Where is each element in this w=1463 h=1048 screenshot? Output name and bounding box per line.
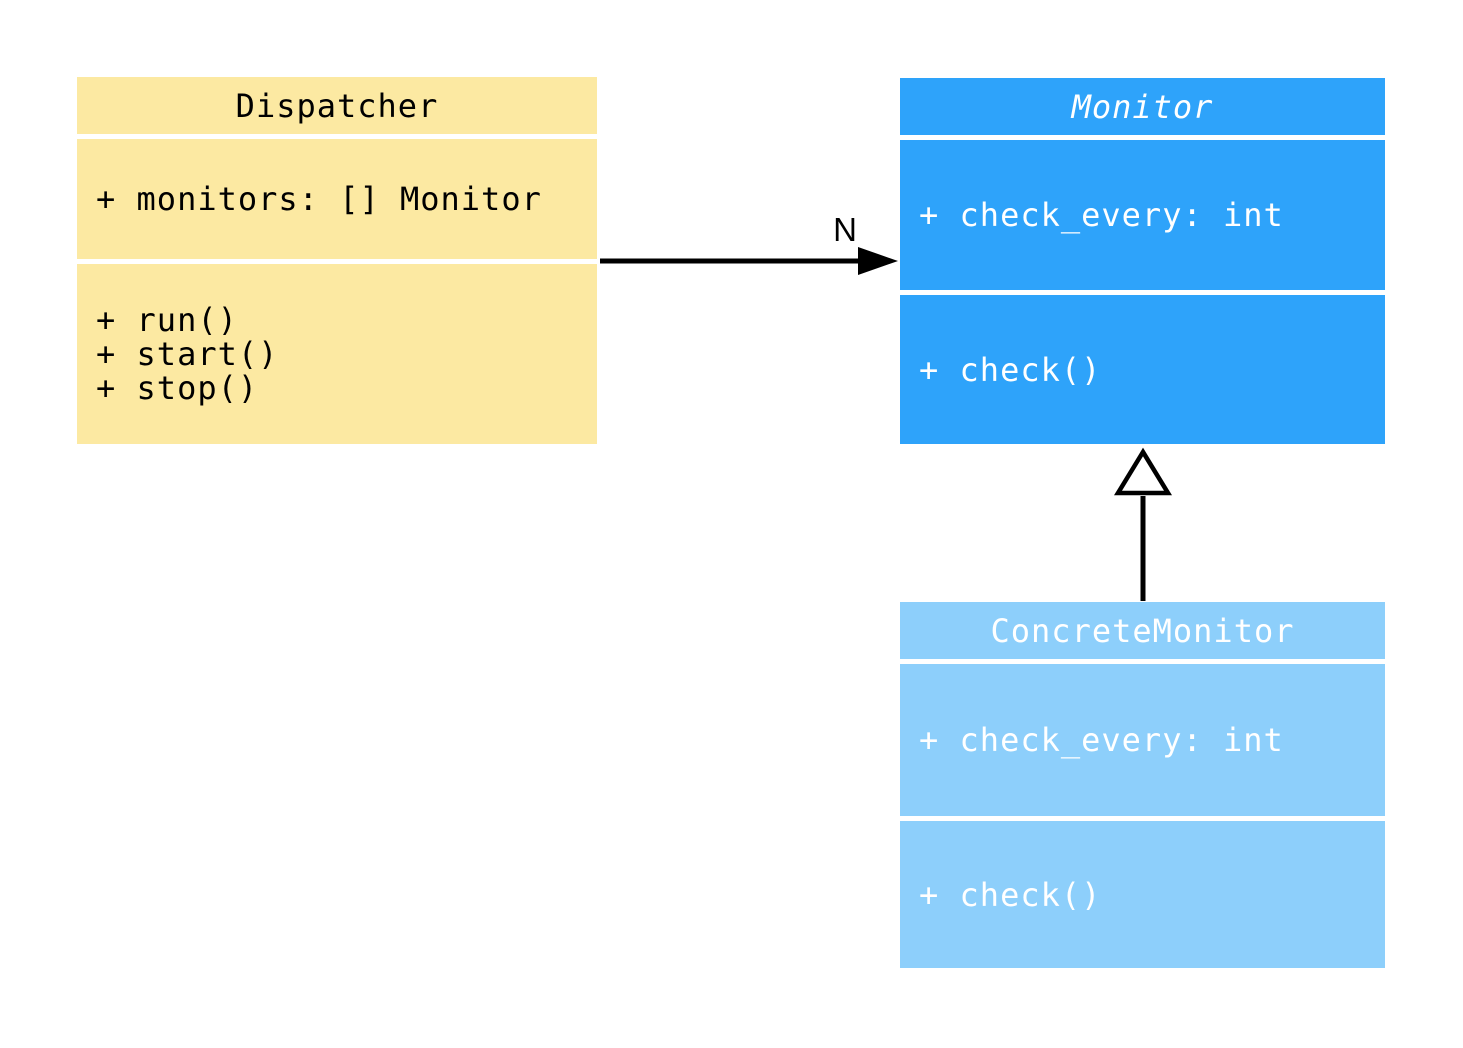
class-box-concrete-monitor: ConcreteMonitor + check_every: int + che… xyxy=(900,602,1385,968)
association-arrow-dispatcher-monitor: N xyxy=(600,211,898,275)
class-attributes-dispatcher: + monitors: [] Monitor xyxy=(77,139,597,259)
method-check: + check() xyxy=(919,875,1102,914)
method-run: + run() xyxy=(96,301,238,339)
hollow-triangle-arrowhead-icon xyxy=(1113,447,1173,496)
class-methods-concrete-monitor: + check() xyxy=(900,821,1385,968)
class-attributes-monitor: + check_every: int xyxy=(900,140,1385,290)
method-stop: + stop() xyxy=(96,369,259,407)
inheritance-arrow-concrete-monitor-monitor xyxy=(1113,447,1173,601)
class-box-monitor: Monitor + check_every: int + check() xyxy=(900,78,1385,444)
method-check: + check() xyxy=(919,350,1102,389)
class-methods-monitor: + check() xyxy=(900,295,1385,444)
class-title-dispatcher: Dispatcher xyxy=(77,77,597,134)
filled-arrowhead-icon xyxy=(858,247,898,275)
class-title-monitor: Monitor xyxy=(900,78,1385,135)
method-start: + start() xyxy=(96,335,279,373)
class-attributes-concrete-monitor: + check_every: int xyxy=(900,664,1385,816)
class-title-concrete-monitor: ConcreteMonitor xyxy=(900,602,1385,659)
class-methods-dispatcher: + run() + start() + stop() xyxy=(77,264,597,444)
attribute-monitors: + monitors: [] Monitor xyxy=(96,180,542,218)
attribute-check-every: + check_every: int xyxy=(919,196,1284,234)
association-multiplicity-label: N xyxy=(833,211,857,248)
attribute-check-every: + check_every: int xyxy=(919,721,1284,759)
class-box-dispatcher: Dispatcher + monitors: [] Monitor + run(… xyxy=(77,77,597,444)
